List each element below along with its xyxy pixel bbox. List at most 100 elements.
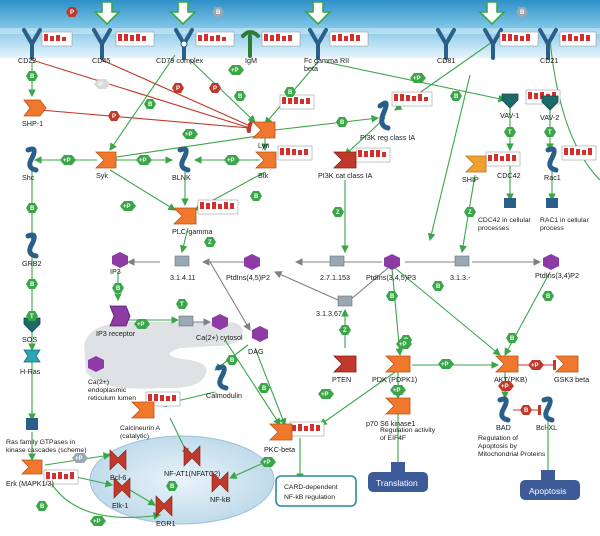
node-cdc42-proc[interactable]: CDC42 in cellular processes xyxy=(478,198,532,232)
cd45-label: CD45 xyxy=(92,56,110,65)
tag-plus-p: +P xyxy=(72,453,88,463)
svg-text:IP3: IP3 xyxy=(110,267,121,276)
receptor-igm[interactable]: IgM xyxy=(241,30,260,65)
node-erk[interactable]: Erk (MAPK1/3) xyxy=(6,459,54,488)
ca-er-line2: endoplasmic xyxy=(88,387,127,394)
svg-text:IP3 receptor: IP3 receptor xyxy=(96,329,136,338)
tag-plus-p: +P xyxy=(60,155,76,165)
translation-button[interactable]: Translation xyxy=(368,462,428,492)
node-egr1[interactable]: EGR1 xyxy=(155,495,176,528)
node-pten[interactable]: PTEN xyxy=(332,355,357,384)
node-pi3k-cat[interactable]: PI3K cat class IA xyxy=(318,151,373,180)
svg-text:Z: Z xyxy=(336,210,340,216)
node-pdk[interactable]: PDK (PDPK1) xyxy=(372,355,417,384)
receptor-cd81[interactable]: CD81 xyxy=(436,28,456,65)
svg-text:NF-kB: NF-kB xyxy=(210,495,231,504)
node-calmodulin[interactable]: Calmodulin xyxy=(206,364,242,400)
edge-cd79-syk xyxy=(109,54,176,151)
tag-binding: B xyxy=(226,355,238,365)
cd81-label: CD81 xyxy=(437,56,455,65)
expression-bar-icon xyxy=(145,391,181,407)
tag-phospho: P xyxy=(209,83,221,93)
node-shc[interactable]: Shc xyxy=(22,146,39,182)
tag-catalysis: Z xyxy=(339,325,351,335)
node-syk[interactable]: Syk xyxy=(95,151,117,180)
svg-text:+P: +P xyxy=(63,158,71,164)
tag-binding: B xyxy=(26,71,38,81)
node-ip3r[interactable]: IP3 receptor xyxy=(96,305,136,338)
svg-text:PI3K reg class IA: PI3K reg class IA xyxy=(360,133,415,142)
node-calcineurin[interactable]: Calcineurin A (catalytic) xyxy=(120,401,161,440)
edge-pip3-akt xyxy=(394,267,501,356)
tag-binding: B xyxy=(542,291,554,301)
node-313[interactable]: 3.1.3.- xyxy=(450,255,471,282)
receptor-fcgr[interactable]: Fc gamma RII beta xyxy=(304,28,349,73)
receptor-cd21-a[interactable] xyxy=(483,28,503,60)
node-elk1[interactable]: Elk-1 xyxy=(112,477,131,510)
node-dag[interactable]: DAG xyxy=(248,326,268,356)
node-vav2[interactable]: VAV-2 xyxy=(540,95,559,122)
tag-plus-p: +P xyxy=(390,385,406,395)
apoptosis-reg-line3: Mitochondrial Proteins xyxy=(478,451,546,458)
node-bclxl[interactable]: Bcl-XL xyxy=(536,396,557,432)
node-ptdins34[interactable]: PtdIns(3,4)P2 xyxy=(535,254,579,280)
tag-catalysis: Z xyxy=(204,237,216,247)
receptor-cd21[interactable]: CD21 xyxy=(538,28,558,65)
receptor-cd79[interactable]: CD79 complex xyxy=(156,28,204,65)
node-pkcb[interactable]: PKC-beta xyxy=(264,423,295,454)
node-akt[interactable]: AKT(PKB) xyxy=(494,355,527,384)
svg-text:SHIP: SHIP xyxy=(462,175,479,184)
svg-text:GSK3 beta: GSK3 beta xyxy=(554,375,589,384)
node-ca-er[interactable]: Ca(2+) endoplasmic reticulum lumen xyxy=(88,356,136,402)
node-ca-cyt[interactable]: Ca(2+) cytosol xyxy=(178,314,243,342)
tag-transport: T xyxy=(26,311,38,321)
svg-text:P: P xyxy=(112,114,116,120)
node-plcg[interactable]: PLC-gamma xyxy=(172,207,212,236)
node-31367[interactable]: 3.1.3.67 xyxy=(316,295,353,318)
node-31411[interactable]: 3.1.4.11 xyxy=(170,255,195,282)
node-bcl6[interactable]: Bcl-6 xyxy=(109,449,126,482)
node-grb2[interactable]: GRB2 xyxy=(22,232,42,268)
node-ip3[interactable]: IP3 xyxy=(110,252,128,276)
node-p70s6[interactable]: p70 S6 kinase1 xyxy=(366,397,416,428)
node-shp1[interactable]: SHP-1 xyxy=(22,99,47,128)
tag-plus-p: +P xyxy=(136,155,152,165)
node-ship[interactable]: SHIP xyxy=(462,155,487,184)
svg-text:p70 S6 kinase1: p70 S6 kinase1 xyxy=(366,419,416,428)
svg-text:BLNK: BLNK xyxy=(172,173,191,182)
edge-pip3-pdk xyxy=(391,267,404,357)
receptor-cd22[interactable]: CD22 xyxy=(18,28,42,65)
node-btk[interactable]: Btk xyxy=(255,151,277,180)
node-lyn[interactable]: Lyn xyxy=(252,121,276,150)
node-card[interactable]: CARD-dependent NF-kB regulation xyxy=(275,475,357,507)
node-bad[interactable]: BAD xyxy=(496,396,511,432)
svg-text:+P: +P xyxy=(413,76,421,82)
node-vav1[interactable]: VAV-1 xyxy=(500,93,519,120)
node-cdc42[interactable]: CDC42 xyxy=(497,171,521,180)
node-hras[interactable]: H-Ras xyxy=(20,349,41,376)
node-ras-family[interactable]: Ras family GTPases in kinase cascades (s… xyxy=(6,418,86,454)
node-rac1-proc[interactable]: RAC1 in cellular process xyxy=(540,198,589,232)
node-pi3k-reg[interactable]: PI3K reg class IA xyxy=(360,100,415,142)
edge-pip3-31367 xyxy=(349,267,389,301)
tag-binding: B xyxy=(432,281,444,291)
node-gsk3[interactable]: GSK3 beta xyxy=(554,355,589,384)
node-27153[interactable]: 2.7.1.153 xyxy=(320,255,350,282)
svg-text:+P: +P xyxy=(93,519,101,525)
node-rac1[interactable]: Rac1 xyxy=(544,146,561,182)
svg-text:Bcl-XL: Bcl-XL xyxy=(536,423,557,432)
node-sos[interactable]: SOS xyxy=(22,317,41,344)
apoptosis-button[interactable]: Apoptosis xyxy=(520,470,580,500)
ligand-arrows xyxy=(93,1,506,26)
ras-family-line2: kinase cascades (scheme) xyxy=(6,447,86,454)
receptor-cd45[interactable]: CD45 xyxy=(92,28,112,65)
svg-text:Bcl-6: Bcl-6 xyxy=(110,473,126,482)
rac1-proc-line1: RAC1 in cellular xyxy=(540,217,589,224)
calcineurin-line1: Calcineurin A xyxy=(120,425,161,432)
node-blnk[interactable]: BLNK xyxy=(172,146,191,182)
expression-bar-icon xyxy=(279,94,315,110)
node-pip3[interactable]: PtdIns(3,4,5)P3 xyxy=(366,254,416,282)
node-nfkb[interactable]: NF-kB xyxy=(210,471,231,504)
node-nfat1[interactable]: NF-AT1(NFATC2) xyxy=(164,445,220,478)
node-pip2[interactable]: PtdIns(4,5)P2 xyxy=(226,254,270,282)
